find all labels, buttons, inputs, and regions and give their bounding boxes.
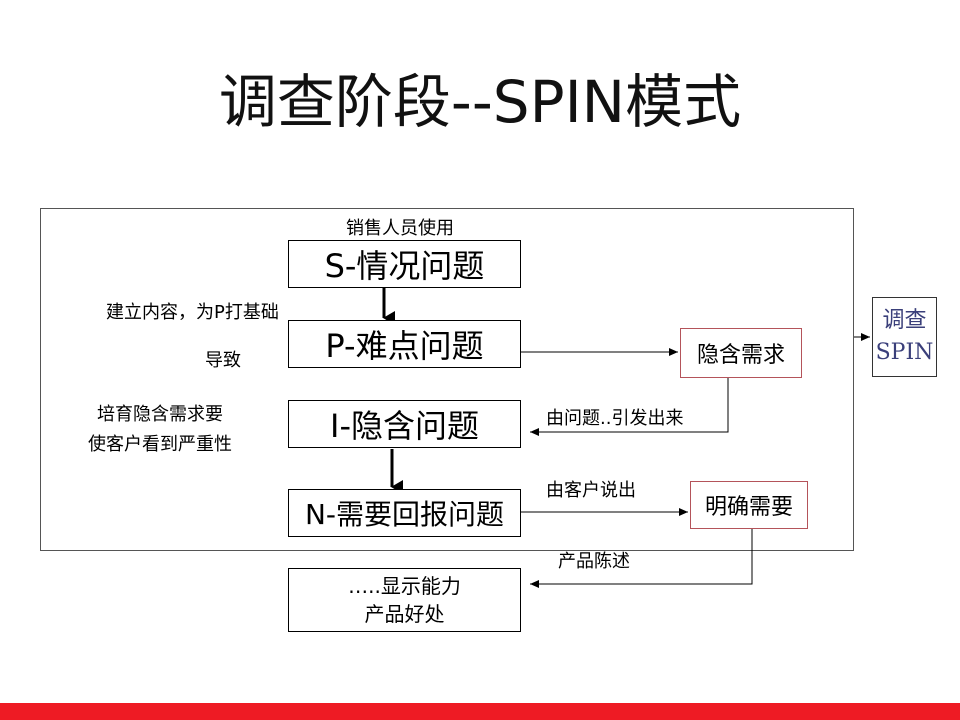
result-line2: 产品好处: [364, 602, 445, 626]
explicit-need-box: 明确需要: [690, 481, 808, 529]
spin-side-box: 调查 SPIN: [872, 297, 937, 377]
result-line1: …..显示能力: [348, 574, 461, 598]
label-cultivate: 培育隐含需求要 使客户看到严重性: [55, 400, 265, 460]
result-box: …..显示能力 产品好处: [288, 568, 521, 632]
bottom-accent-bar: [0, 703, 960, 720]
label-sales-use: 销售人员使用: [346, 218, 454, 239]
label-from-question: 由问题..引发出来: [546, 408, 684, 429]
arrow-implied-to-i: [530, 378, 729, 436]
step-s-label: S-情况问题: [324, 247, 485, 285]
step-p-box: P-难点问题: [288, 320, 521, 368]
page-title: 调查阶段--SPIN模式: [218, 68, 742, 136]
spin-frame: [40, 208, 854, 551]
label-cultivate-line1: 培育隐含需求要: [97, 404, 223, 425]
implied-need-box: 隐含需求: [680, 328, 802, 378]
label-cultivate-line2: 使客户看到严重性: [88, 434, 232, 455]
label-lead: 导致: [205, 350, 241, 371]
step-s-box: S-情况问题: [288, 240, 521, 288]
label-product-statement: 产品陈述: [558, 551, 630, 572]
label-from-customer: 由客户说出: [546, 480, 636, 501]
label-build-content: 建立内容，为P打基础: [106, 302, 279, 323]
step-i-box: I-隐含问题: [288, 400, 521, 448]
spin-side-line1: 调查: [882, 308, 927, 333]
arrow-explicit-to-result: [530, 529, 753, 588]
spin-side-line2: SPIN: [875, 340, 934, 365]
explicit-need-label: 明确需要: [704, 495, 793, 520]
step-p-label: P-难点问题: [325, 327, 484, 365]
step-n-box: N-需要回报问题: [288, 489, 521, 537]
implied-need-label: 隐含需求: [696, 343, 785, 368]
step-n-label: N-需要回报问题: [304, 498, 505, 531]
step-i-label: I-隐含问题: [330, 407, 479, 445]
